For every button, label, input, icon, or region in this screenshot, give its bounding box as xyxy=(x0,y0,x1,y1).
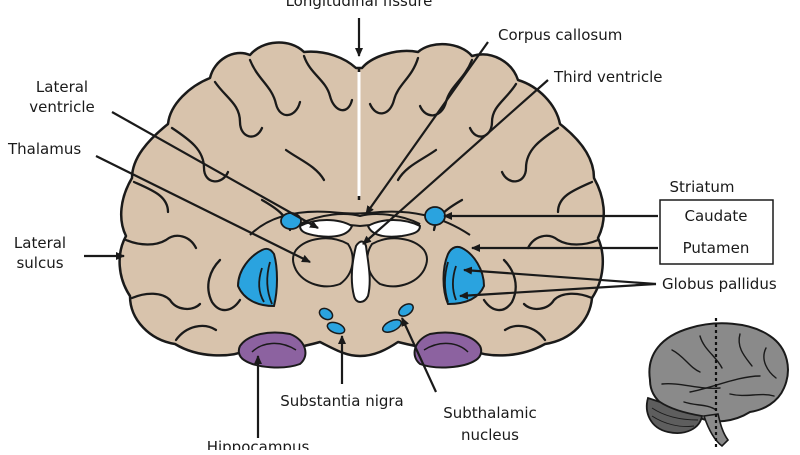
label-corpus-callosum: Corpus callosum xyxy=(498,26,622,44)
arrow-globus-pallidus-a xyxy=(463,266,657,286)
label-longitudinal-fissure: Longitudinal fissure xyxy=(286,0,433,10)
arrow-subthalamic-nucleus xyxy=(401,317,437,393)
arrow-third-ventricle xyxy=(362,79,549,245)
arrow-corpus-callosum xyxy=(365,41,489,215)
label-thalamus: Thalamus xyxy=(7,140,81,158)
label-lateral-sulcus-1: Lateral xyxy=(14,234,66,252)
pointer-lines xyxy=(84,18,658,438)
label-striatum: Striatum xyxy=(670,178,735,196)
caudate-left xyxy=(280,212,302,230)
striatum-box xyxy=(659,199,774,265)
thalamus-left xyxy=(292,237,354,288)
coronal-section xyxy=(118,41,605,369)
label-lateral-ventricle-2: ventricle xyxy=(29,98,94,116)
arrow-globus-pallidus-b xyxy=(459,282,657,300)
label-lateral-sulcus-2: sulcus xyxy=(16,254,63,272)
thumbnail-cerebellum xyxy=(646,396,704,434)
third-ventricle xyxy=(350,240,371,303)
label-caudate: Caudate xyxy=(685,207,748,225)
label-globus-pallidus: Globus pallidus xyxy=(662,275,777,293)
substantia-nigra-left-b xyxy=(326,321,346,335)
label-putamen: Putamen xyxy=(683,239,750,257)
label-lateral-ventricle-1: Lateral xyxy=(36,78,88,96)
substantia-nigra-left-a xyxy=(318,307,334,321)
brain-thumbnail xyxy=(646,318,789,448)
putamen-left xyxy=(236,247,278,308)
thalamus-right xyxy=(366,237,428,288)
label-third-ventricle: Third ventricle xyxy=(553,68,663,86)
arrow-lateral-ventricle xyxy=(111,111,319,229)
subthalamic-right-a xyxy=(398,303,414,317)
arrow-thalamus xyxy=(95,155,311,263)
lateral-ventricle-right xyxy=(366,219,422,238)
caudate-right xyxy=(424,206,446,226)
label-subthalamic-1: Subthalamic xyxy=(443,404,537,422)
subthalamic-right-b xyxy=(381,319,403,333)
label-substantia-nigra: Substantia nigra xyxy=(280,392,404,410)
label-subthalamic-2: nucleus xyxy=(461,426,519,444)
label-hippocampus: Hippocampus xyxy=(207,438,310,450)
hippocampus-right xyxy=(413,331,483,369)
